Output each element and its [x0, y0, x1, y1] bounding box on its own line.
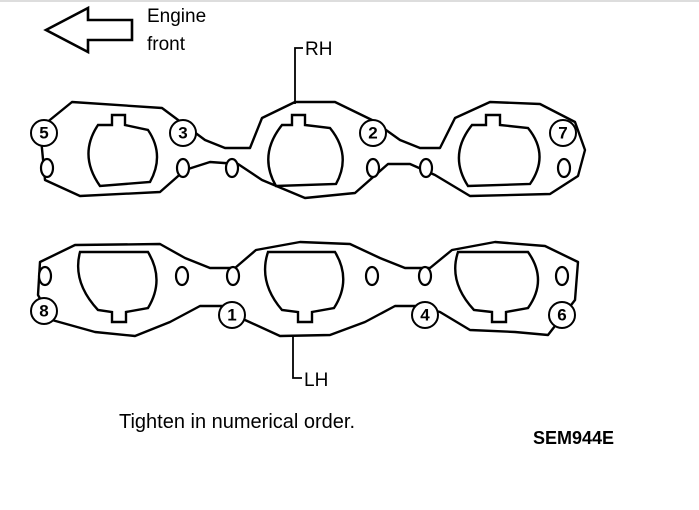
bolt-number-lh-8: 8 — [30, 297, 58, 325]
bolt-number-lh-4: 4 — [411, 301, 439, 329]
figure-code: SEM944E — [533, 428, 614, 448]
lh-leader-line — [292, 336, 302, 379]
rh-gasket — [38, 100, 587, 200]
instruction-caption: Tighten in numerical order. — [119, 411, 355, 433]
svg-text:2: 2 — [368, 124, 377, 143]
bolt-number-lh-1: 1 — [218, 301, 246, 329]
svg-text:8: 8 — [39, 302, 48, 321]
direction-label-line2: front — [147, 34, 186, 55]
lh-gasket — [36, 240, 580, 338]
svg-text:1: 1 — [227, 306, 236, 325]
direction-label-line1: Engine — [147, 6, 206, 27]
svg-text:6: 6 — [557, 306, 566, 325]
rh-leader-line — [294, 47, 303, 104]
svg-text:7: 7 — [558, 124, 567, 143]
svg-text:5: 5 — [39, 124, 48, 143]
svg-text:3: 3 — [178, 124, 187, 143]
bolt-number-rh-2: 2 — [359, 119, 387, 147]
bolt-number-rh-3: 3 — [169, 119, 197, 147]
lh-label: LH — [304, 370, 328, 391]
bolt-number-rh-5: 5 — [30, 119, 58, 147]
svg-text:4: 4 — [420, 306, 430, 325]
bolt-number-rh-7: 7 — [549, 119, 577, 147]
left-arrow-icon — [43, 5, 134, 55]
rh-label: RH — [305, 39, 332, 60]
bolt-number-lh-6: 6 — [548, 301, 576, 329]
